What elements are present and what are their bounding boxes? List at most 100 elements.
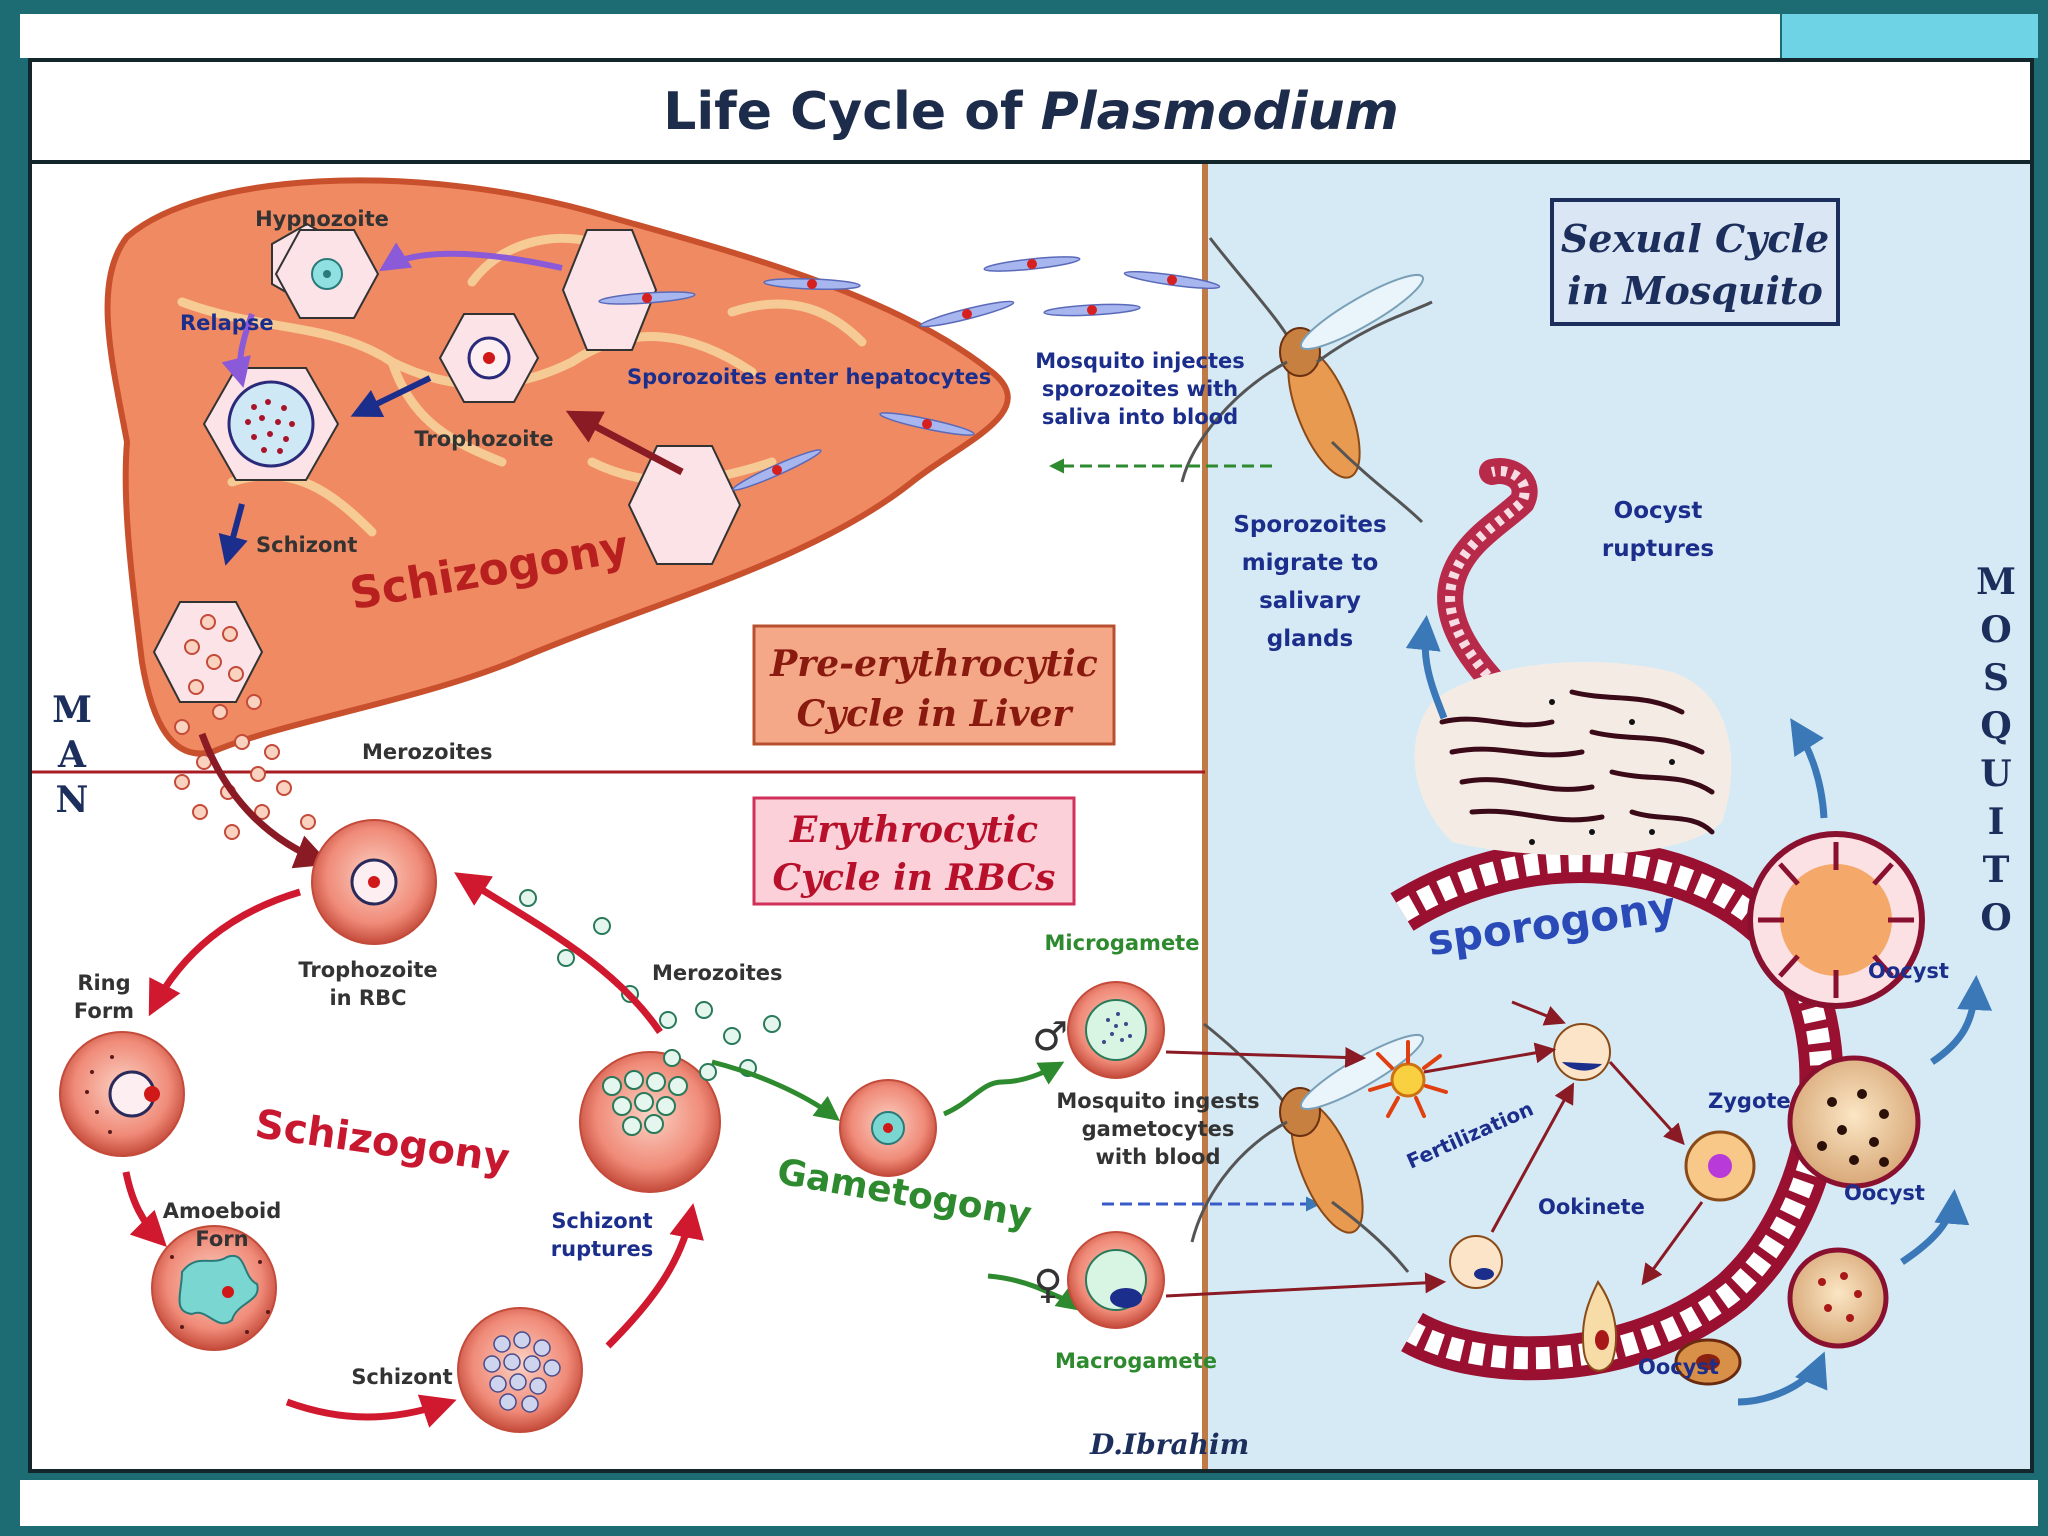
mosquito-letter: I (1988, 801, 2005, 843)
rbc-amoeboid (151, 1225, 277, 1351)
man-letter: A (57, 734, 87, 776)
svg-text:Trophozoite: Trophozoite (298, 958, 437, 982)
sporozoite-entry-arrow (565, 410, 684, 476)
svg-text:Cycle in Liver: Cycle in Liver (797, 693, 1075, 735)
label-oocyst-bottom: Oocyst (1638, 1355, 1719, 1379)
liver-shape (104, 177, 1011, 757)
svg-text:Amoeboid: Amoeboid (163, 1199, 282, 1223)
label-sporozoites-enter: Sporozoites enter hepatocytes (627, 365, 991, 389)
svg-text:Erythrocytic: Erythrocytic (789, 809, 1038, 851)
arrow-oocyst-medium-to-large (1900, 1189, 1970, 1265)
label-schizont-liver: Schizont (256, 533, 357, 557)
hepatocyte-sporozoite-top (561, 229, 658, 351)
arrow-gametocyte-to-macrogamete (987, 1273, 1083, 1311)
svg-text:Cycle in RBCs: Cycle in RBCs (773, 857, 1056, 899)
svg-text:in Mosquito: in Mosquito (1567, 268, 1823, 313)
svg-text:Oocyst: Oocyst (1614, 498, 1703, 524)
label-ingest: Mosquito ingests gametocytes with blood (1056, 1089, 1259, 1169)
hepatocyte-trophozoite (438, 313, 540, 403)
svg-text:sporozoites with: sporozoites with (1042, 377, 1238, 401)
label-trophozoite-liver: Trophozoite (414, 427, 553, 451)
mosquito-top-illustration (1180, 237, 1433, 524)
slide: Life Cycle of Plasmodium (28, 58, 2034, 1473)
free-merozoites (519, 889, 781, 1081)
mosquito-letter: U (1980, 753, 2011, 795)
svg-text:Pre-erythrocytic: Pre-erythrocytic (769, 643, 1098, 685)
arrow-macrogamete-to-fertilize (1490, 1082, 1575, 1233)
label-trophozoite-rbc: Trophozoite in RBC (298, 958, 437, 1010)
svg-text:ruptures: ruptures (1602, 536, 1714, 562)
arrow-zygote-to-ookinete (1641, 1201, 1704, 1286)
schizont-to-rupture-arrow (218, 503, 248, 566)
label-amoeboid: Amoeboid Forn (163, 1199, 282, 1251)
label-schizogony-rbc: Schizogony (252, 1101, 512, 1182)
mosquito-letter: T (1983, 849, 2010, 891)
svg-text:in RBC: in RBC (329, 986, 406, 1010)
oocyst-small (1674, 1338, 1742, 1386)
label-oocyst-top: Oocyst (1868, 959, 1949, 983)
svg-text:Mosquito injectes: Mosquito injectes (1035, 349, 1245, 373)
arrow-merozoites-to-trophozoite (454, 872, 663, 1034)
microgamete (1067, 981, 1165, 1079)
female-symbol: ♀ (1033, 1262, 1062, 1308)
ruptured-oocyst-sporozoites (1414, 662, 1732, 856)
svg-text:Mosquito ingests: Mosquito ingests (1056, 1089, 1259, 1113)
man-side-label: M A N (52, 689, 92, 821)
rbc-schizont (457, 1307, 583, 1433)
arrow-oocyst-ruptures (1790, 718, 1828, 819)
microgamete-exflagellating (1368, 1040, 1448, 1118)
label-injection: Mosquito injectes sporozoites with saliv… (1035, 349, 1245, 429)
frame-top-bar (20, 14, 1780, 58)
arrow-oocyst-large-to-mature (1930, 975, 1993, 1065)
arrow-trophozoite-to-ring (148, 888, 301, 1017)
mosquito-side-label: M O S Q U I T O (1976, 561, 2016, 939)
arrow-migrate-to-glands (1405, 615, 1448, 720)
ookinete (1582, 1280, 1618, 1372)
label-ookinete: Ookinete (1538, 1195, 1645, 1219)
label-macrogamete: Macrogamete (1055, 1349, 1217, 1373)
label-schizont-ruptures: Schizont ruptures (551, 1209, 653, 1261)
mosquito-letter: M (1976, 561, 2016, 603)
man-letter: M (52, 689, 92, 731)
gametocyte-rbc (839, 1079, 937, 1177)
macrogamete-in-gut (1449, 1235, 1503, 1289)
arrow-schizont-to-rupture (605, 1203, 704, 1349)
male-symbol: ♂ (1032, 1014, 1068, 1060)
hepatocyte-schizont (202, 367, 340, 481)
mosquito-letter: S (1983, 657, 2009, 699)
sporozoites (598, 256, 1221, 491)
svg-text:Sexual Cycle: Sexual Cycle (1561, 216, 1829, 261)
arrow-oocyst-small-to-medium (1737, 1351, 1828, 1406)
arrow-macrogamete-to-gut (1165, 1272, 1447, 1298)
label-microgamete: Microgamete (1045, 931, 1200, 955)
title-bar: Life Cycle of Plasmodium (32, 62, 2030, 164)
signature: D.Ibrahim (1089, 1428, 1249, 1461)
relapse-down-arrow (221, 312, 255, 388)
hepatocyte-sporozoite-bottom (627, 445, 742, 565)
label-sporozoites-migrate: Sporozoites migrate to salivary glands (1233, 512, 1386, 652)
arrow-microgamete-to-fertilization (1165, 1046, 1367, 1068)
svg-text:with blood: with blood (1095, 1145, 1220, 1169)
mosquito-letter: Q (1980, 705, 2011, 747)
man-letter: N (56, 779, 89, 821)
label-schizont-rbc: Schizont (351, 1365, 452, 1389)
box-erythrocytic: Erythrocytic Cycle in RBCs (752, 796, 1076, 906)
label-relapse: Relapse (180, 311, 274, 335)
mature-oocyst-rupturing (1747, 831, 1925, 1009)
label-merozoites-rbc: Merozoites (652, 961, 783, 985)
arrow-fertilization-to-zygote (1608, 1060, 1685, 1146)
label-oocyst-middle: Oocyst (1844, 1181, 1925, 1205)
svg-text:gametocytes: gametocytes (1082, 1117, 1235, 1141)
macrogamete (1067, 1231, 1165, 1329)
rbc-ring-form (59, 1031, 185, 1157)
merozoites-to-rbc-arrow (198, 732, 331, 869)
trophozoite-to-schizont-arrow (350, 375, 432, 417)
label-merozoites-liver: Merozoites (362, 740, 493, 764)
svg-text:Forn: Forn (195, 1227, 248, 1251)
svg-text:Schizont: Schizont (551, 1209, 652, 1233)
arrow-gametocyte-to-microgamete (942, 1061, 1065, 1117)
arrow-amoeboid-to-schizont (285, 1394, 457, 1428)
oocyst-medium (1787, 1247, 1889, 1349)
mosquito-bottom-illustration (1190, 1022, 1425, 1273)
